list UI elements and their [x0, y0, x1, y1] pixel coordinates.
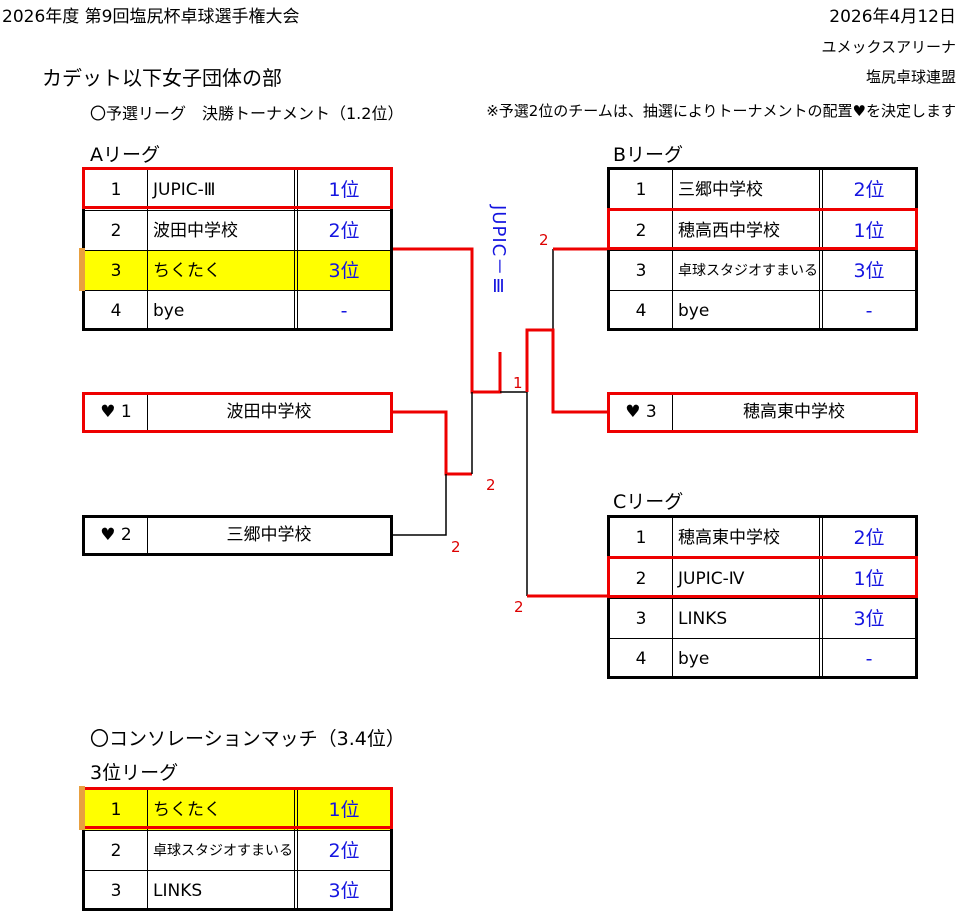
rank: 1位 [328, 179, 360, 201]
champion-label: JUPIC－Ⅲ [488, 205, 509, 299]
subtitle: 〇予選リーグ 決勝トーナメント（1.2位） [90, 104, 404, 123]
row-number: 4 [85, 291, 148, 331]
seed-slot-1: ♥ 1 波田中学校 [82, 392, 393, 433]
team-name: 卓球スタジオすまいる [148, 831, 298, 871]
row-number: 2 [610, 211, 673, 251]
rank: 2位 [328, 220, 360, 242]
rank: 3位 [853, 260, 885, 282]
row-number: 4 [610, 291, 673, 331]
event-title: 2026年度 第9回塩尻杯卓球選手権大会 [2, 7, 300, 27]
row-number: 1 [610, 170, 673, 211]
seed-slot-3: ♥ 3 穂高東中学校 [607, 392, 918, 433]
organizer: 塩尻卓球連盟 [865, 68, 956, 86]
bracket-line-a [392, 247, 502, 394]
row-number: 2 [85, 831, 148, 871]
team-name: JUPIC-Ⅳ [673, 559, 823, 599]
league-c-title: Cリーグ [613, 491, 684, 513]
team-name: JUPIC-Ⅲ [148, 170, 298, 211]
team-name: 三郷中学校 [226, 525, 312, 545]
draw-note: ※予選2位のチームは、抽選によりトーナメントの配置♥を決定します [486, 102, 956, 120]
team-name: 波田中学校 [148, 211, 298, 251]
rank: 1位 [853, 568, 885, 590]
rank: - [340, 300, 348, 322]
team-name: LINKS [673, 599, 823, 639]
score-label: 2 [514, 598, 524, 616]
event-date: 2026年4月12日 [829, 7, 956, 27]
row-number: 2 [85, 211, 148, 251]
division-title: カデット以下女子団体の部 [42, 66, 282, 90]
seed-number: ♥ 3 [610, 395, 673, 430]
bracket-line-seed1 [392, 410, 472, 476]
score-label: 1 [513, 374, 523, 392]
league-a-title: Aリーグ [90, 144, 160, 166]
row-number: 3 [85, 871, 148, 911]
rank: 3位 [328, 880, 360, 902]
team-name: LINKS [148, 871, 298, 911]
team-name: bye [673, 291, 823, 331]
rank: 2位 [328, 840, 360, 862]
league-b-title: Bリーグ [613, 144, 684, 166]
team-name: 穂高東中学校 [743, 402, 845, 422]
rank: - [865, 648, 873, 670]
seed-slot-2: ♥ 2 三郷中学校 [82, 515, 393, 556]
consolation-title: 〇コンソレーションマッチ（3.4位） [90, 728, 405, 750]
seed-number: ♥ 2 [85, 518, 148, 553]
rank: 2位 [853, 527, 885, 549]
row-number: 2 [610, 559, 673, 599]
team-name: ちくたく [148, 251, 298, 291]
third-league-title: 3位リーグ [90, 762, 179, 784]
team-name: bye [148, 291, 298, 331]
row-number: 3 [85, 251, 148, 291]
team-name: 卓球スタジオすまいる [673, 251, 823, 291]
team-name: 波田中学校 [226, 402, 312, 422]
score-label: 2 [539, 231, 549, 249]
row-number: 3 [610, 251, 673, 291]
bracket-line-seed3 [525, 328, 607, 414]
row-number: 4 [610, 639, 673, 679]
team-name: ちくたく [148, 790, 298, 831]
score-label: 2 [451, 538, 461, 556]
rank: 3位 [853, 608, 885, 630]
team-name: 穂高東中学校 [673, 518, 823, 559]
row-number: 3 [610, 599, 673, 639]
rank: 2位 [853, 179, 885, 201]
row-number: 1 [85, 170, 148, 211]
team-name: 穂高西中学校 [673, 211, 823, 251]
rank: 3位 [328, 260, 360, 282]
seed-number: ♥ 1 [85, 395, 148, 430]
rank: 1位 [328, 799, 360, 821]
score-label: 2 [486, 476, 496, 494]
team-name: bye [673, 639, 823, 679]
row-number: 1 [610, 518, 673, 559]
row-number: 1 [85, 790, 148, 831]
rank: 1位 [853, 220, 885, 242]
rank: - [865, 300, 873, 322]
bracket-line-seed2 [392, 474, 447, 536]
team-name: 三郷中学校 [673, 170, 823, 211]
venue: ユメックスアリーナ [821, 38, 956, 56]
